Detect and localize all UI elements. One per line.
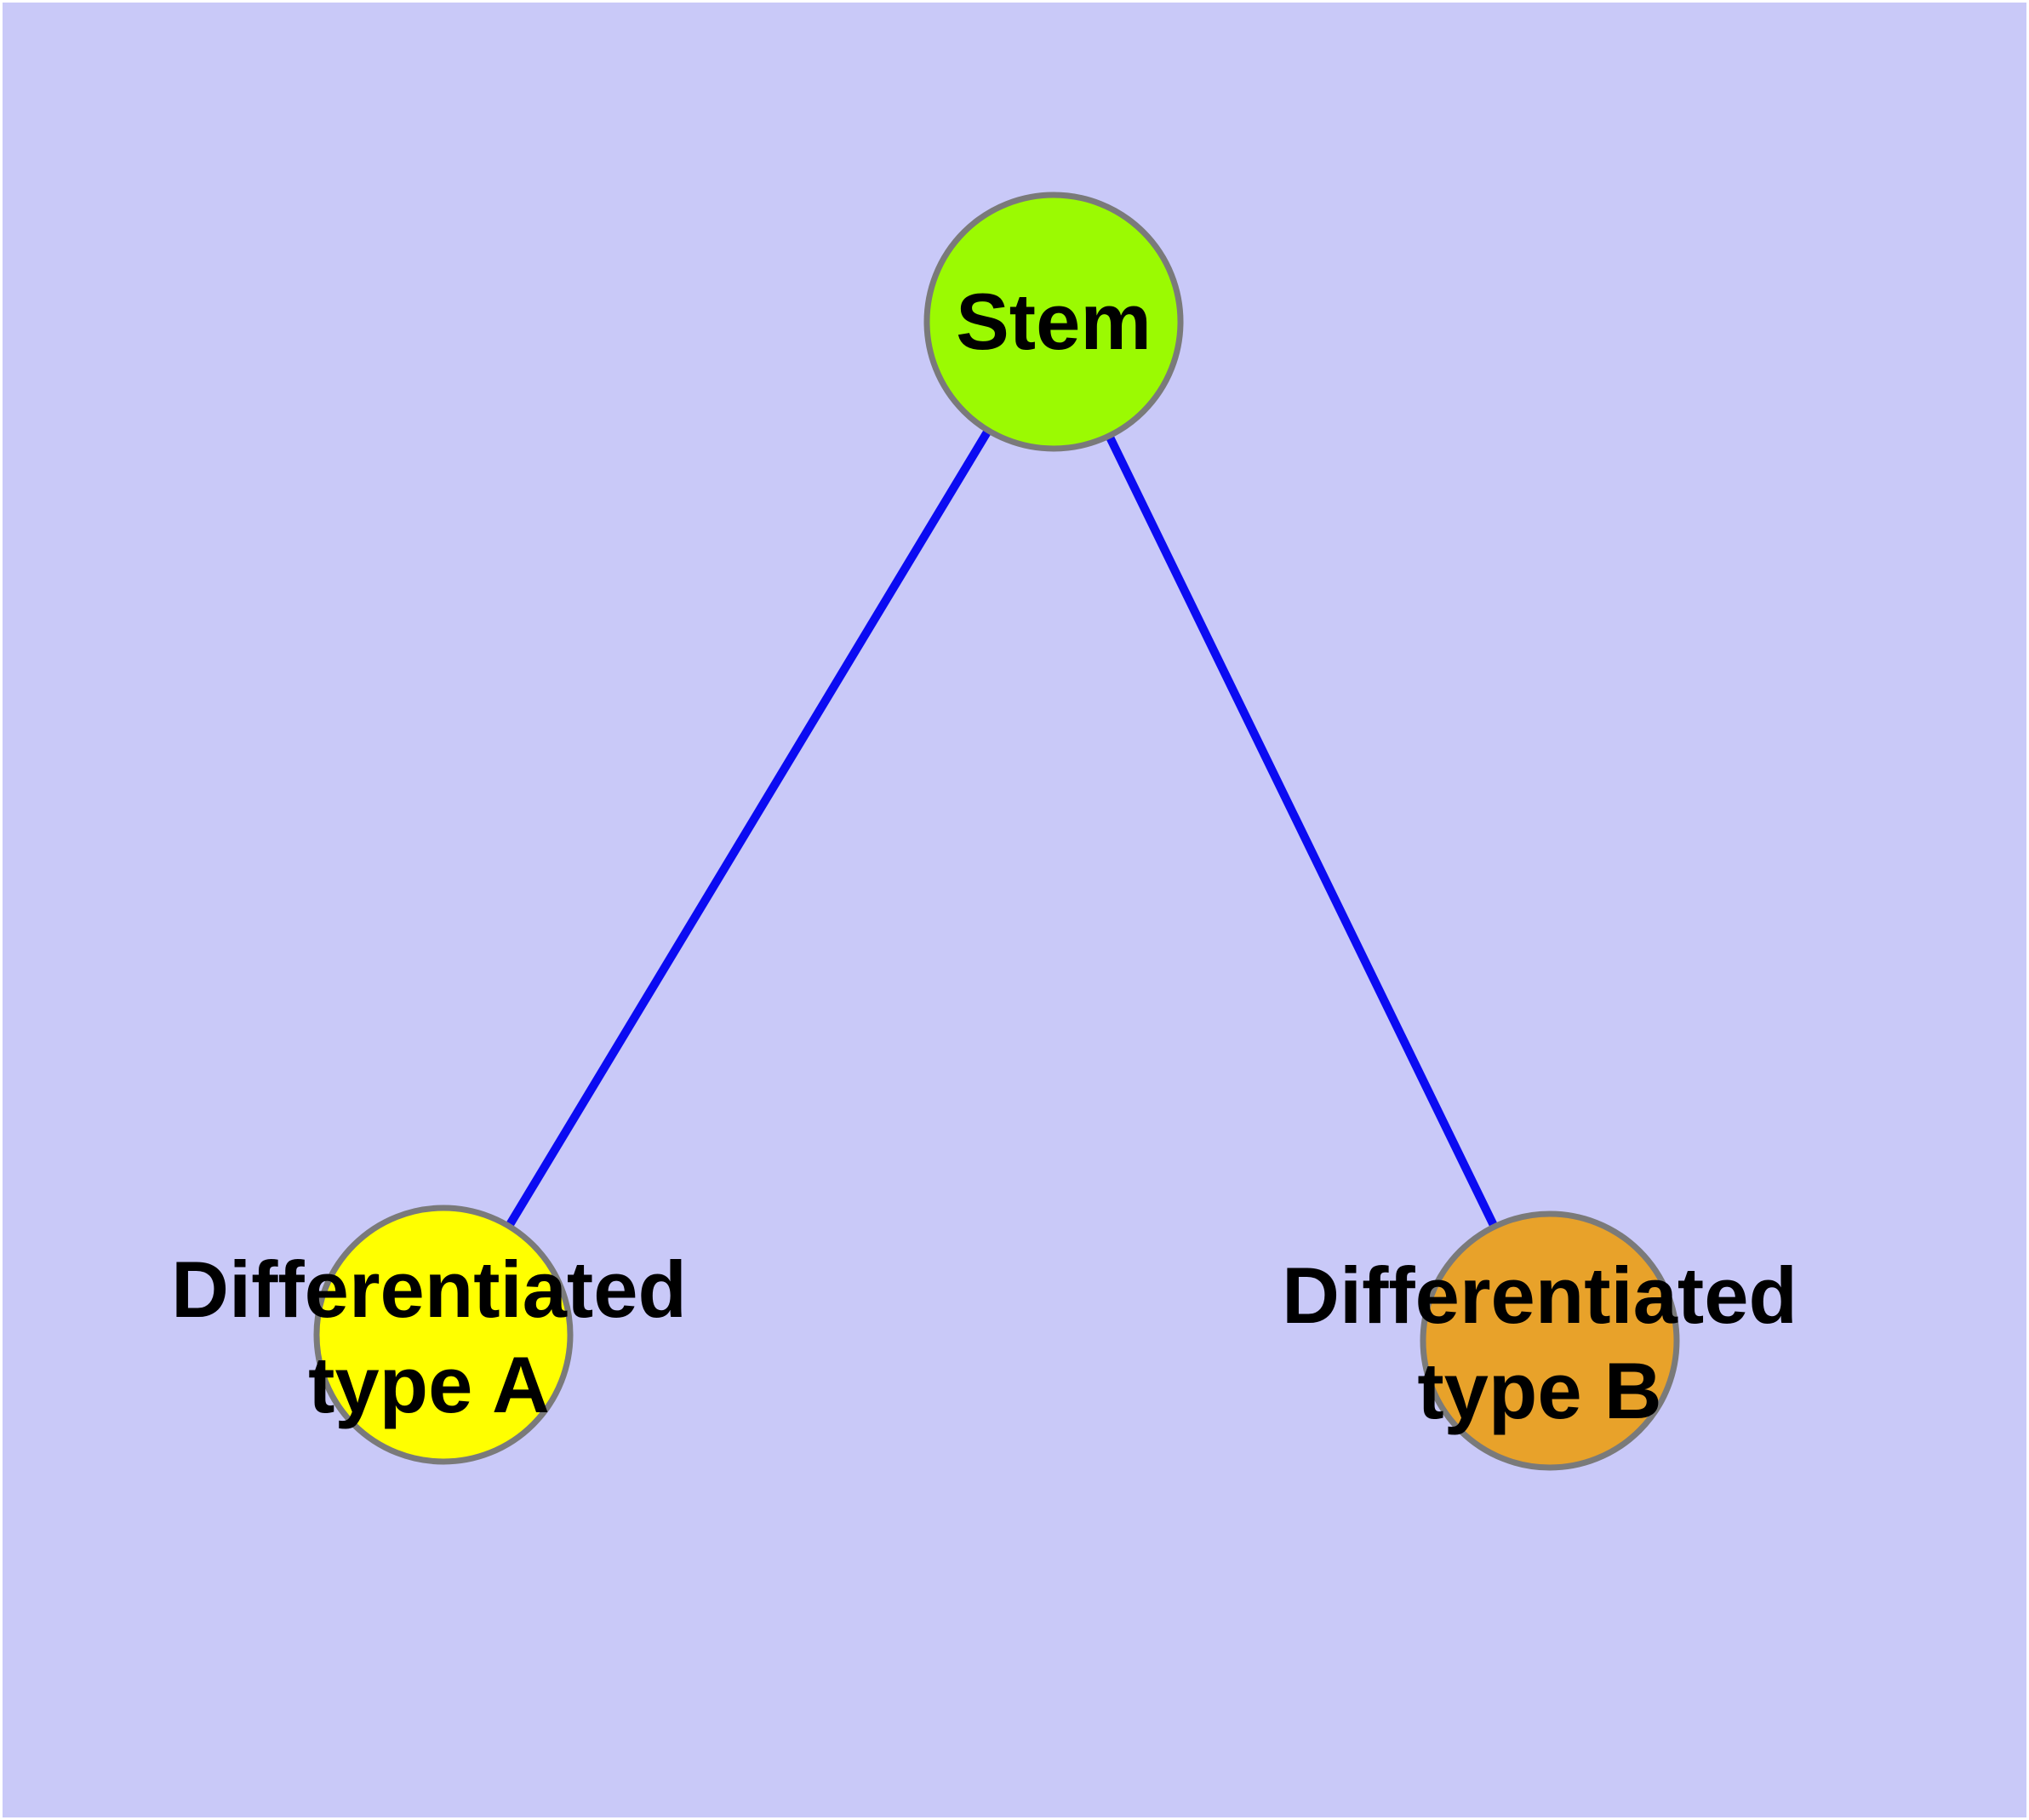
node-differentiated-type-b-circle (1420, 1210, 1680, 1471)
edge-stem-to-differentiated-type-b (1049, 319, 1554, 1343)
node-stem-label: Stem (956, 277, 1152, 366)
graph-svg (313, 192, 1680, 1471)
node-differentiated-type-b-label: Differentiated type B (1282, 1251, 1798, 1435)
node-differentiated-type-a-label: Differentiated type A (171, 1245, 687, 1429)
node-differentiated-type-a-circle (313, 1205, 574, 1465)
edge-stem-to-differentiated-type-a (439, 319, 1058, 1337)
node-stem-circle (923, 192, 1184, 452)
